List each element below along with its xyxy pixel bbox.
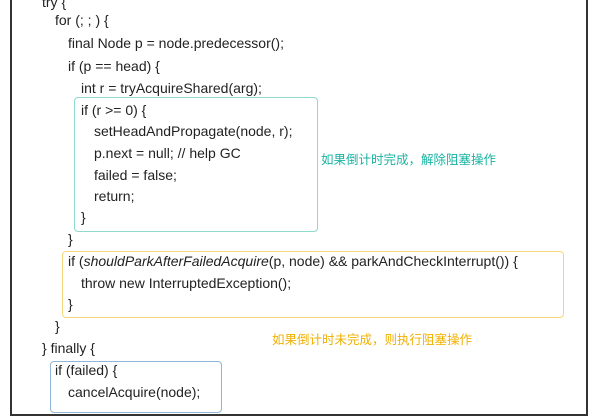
success-highlight-box: [74, 97, 318, 232]
code-line: for (; ; ) {: [55, 12, 109, 28]
code-line: setHeadAndPropagate(node, r);: [94, 123, 293, 139]
code-line: }: [68, 231, 73, 247]
code-line: int r = tryAcquireShared(arg);: [81, 80, 262, 96]
blocked-highlight-box: [62, 251, 564, 318]
code-line: if (r >= 0) {: [81, 102, 147, 118]
code-line: return;: [94, 188, 135, 204]
code-line: } finally {: [42, 340, 95, 356]
code-line: }: [81, 209, 86, 225]
code-text: if (: [68, 253, 84, 269]
code-line: if (failed) {: [55, 362, 118, 378]
code-line: if (p == head) {: [68, 58, 160, 74]
code-line: throw new InterruptedException();: [81, 275, 292, 291]
code-line: final Node p = node.predecessor();: [68, 35, 284, 51]
code-line: }: [68, 296, 73, 312]
code-line: cancelAcquire(node);: [68, 384, 201, 400]
code-line: try {: [42, 0, 67, 10]
blocked-annotation: 如果倒计时未完成，则执行阻塞操作: [272, 333, 473, 347]
code-text: (p, node) && parkAndCheckInterrupt()) {: [268, 253, 518, 269]
code-line: p.next = null; // help GC: [94, 145, 241, 161]
code-line: failed = false;: [94, 167, 177, 183]
code-line: }: [55, 318, 60, 334]
code-line: if (shouldParkAfterFailedAcquire(p, node…: [68, 253, 518, 269]
success-annotation: 如果倒计时完成，解除阻塞操作: [321, 153, 497, 167]
code-method-italic: shouldParkAfterFailedAcquire: [83, 253, 269, 269]
